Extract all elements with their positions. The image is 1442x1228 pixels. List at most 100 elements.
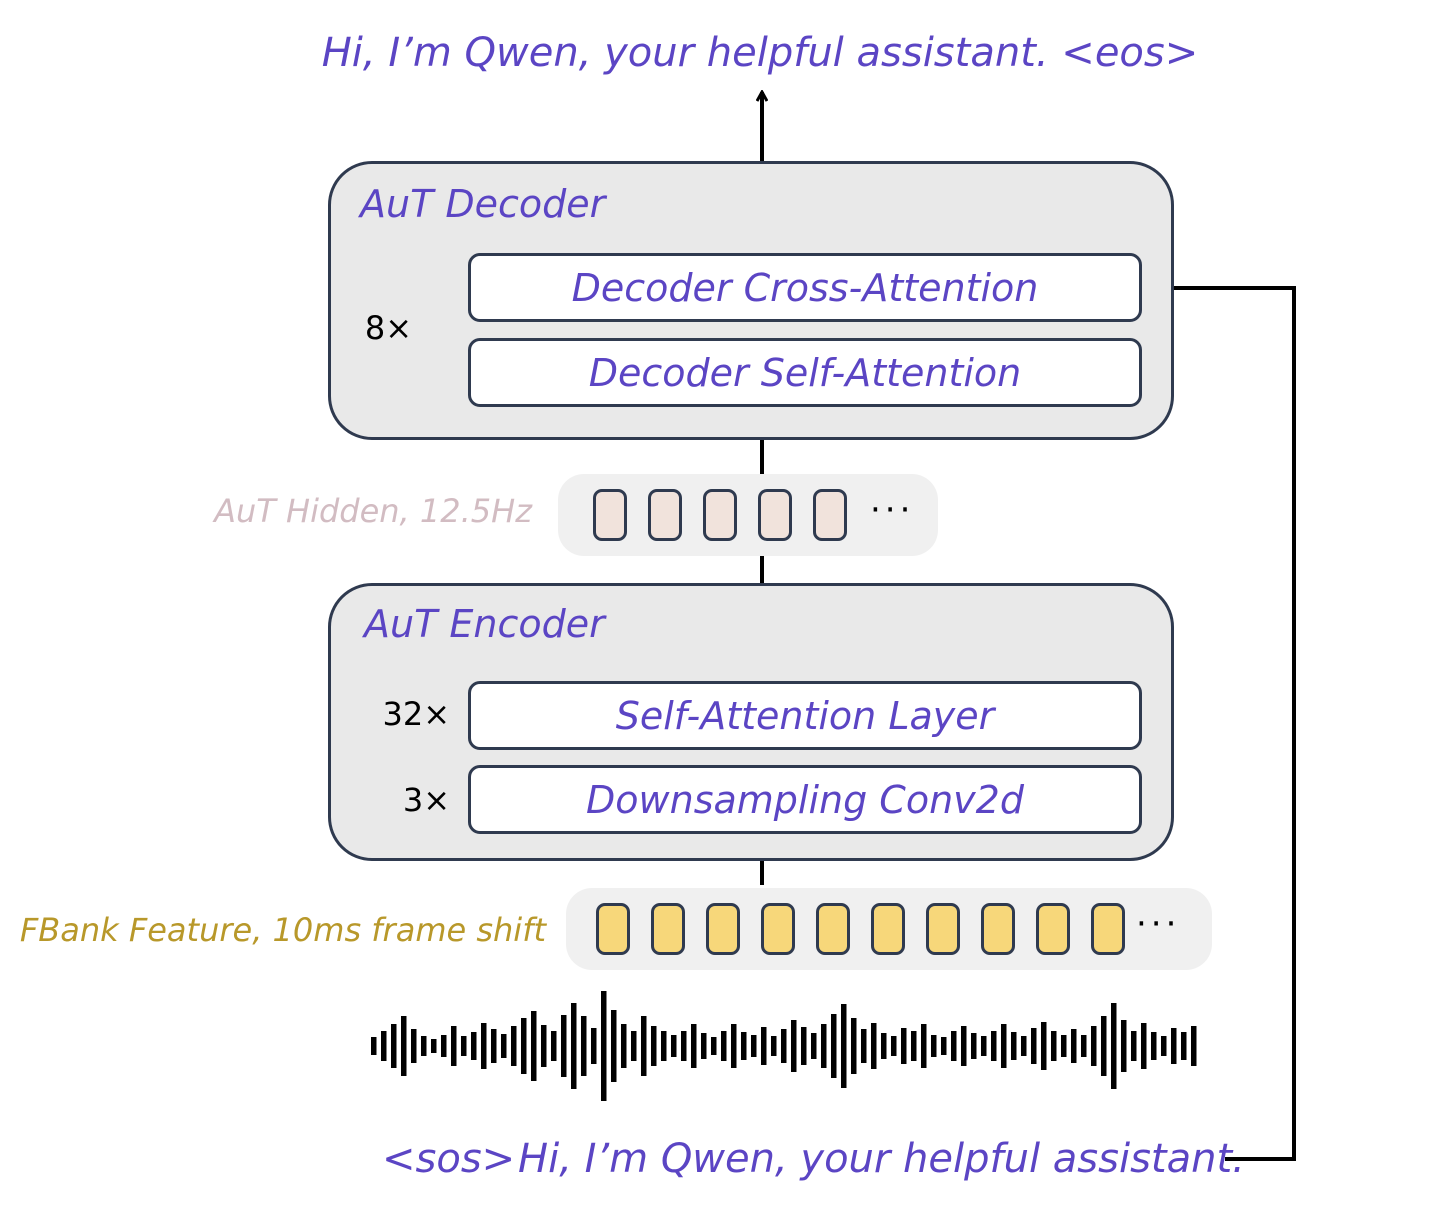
waveform-bar (1191, 1026, 1197, 1066)
waveform-bar (1061, 1035, 1067, 1057)
waveform-bar (1011, 1032, 1017, 1060)
waveform-bar (821, 1024, 827, 1068)
waveform-bar (971, 1033, 977, 1059)
waveform-bar (1101, 1016, 1107, 1076)
waveform-bar (501, 1034, 507, 1058)
fbank-token-strip: ··· (566, 888, 1212, 970)
self-attention-repeat-count: 32× (382, 695, 450, 733)
hidden-label: AuT Hidden, 12.5Hz (214, 492, 532, 530)
waveform-bar (601, 991, 607, 1101)
text-feedback-arrow (1146, 288, 1296, 1161)
waveform-bar (541, 1025, 547, 1067)
waveform-bar (1121, 1020, 1127, 1072)
waveform-bar (951, 1031, 957, 1061)
waveform-bar (941, 1037, 947, 1055)
waveform-bar (691, 1024, 697, 1068)
waveform-bar (511, 1026, 517, 1066)
decoder-self-attention-layer: Decoder Self-Attention (468, 338, 1142, 407)
waveform-bar (1151, 1032, 1157, 1060)
waveform-bar (381, 1031, 387, 1061)
waveform-bar (681, 1031, 687, 1061)
hidden-token (703, 489, 737, 541)
waveform-bar (591, 1028, 597, 1064)
waveform-bar (561, 1015, 567, 1077)
waveform-bar (901, 1028, 907, 1064)
hidden-ellipsis: ··· (870, 490, 915, 530)
waveform-bar (931, 1035, 937, 1057)
waveform-bar (621, 1024, 627, 1068)
waveform-bar (1041, 1022, 1047, 1070)
conv-repeat-count: 3× (402, 781, 450, 819)
downsampling-conv2d-layer: Downsampling Conv2d (468, 765, 1142, 834)
waveform-bar (1141, 1023, 1147, 1069)
waveform-bar (391, 1024, 397, 1068)
waveform-bar (911, 1031, 917, 1061)
waveform-bar (891, 1036, 897, 1056)
hidden-token (593, 489, 627, 541)
waveform-bar (471, 1032, 477, 1060)
waveform-bar (791, 1020, 797, 1072)
waveform-bar (831, 1014, 837, 1078)
fbank-token (981, 903, 1015, 955)
waveform-bar (871, 1023, 877, 1069)
waveform-bar (431, 1039, 437, 1053)
fbank-token (816, 903, 850, 955)
waveform-bar (811, 1033, 817, 1059)
hidden-token-strip: ··· (558, 474, 938, 556)
waveform-bar (371, 1037, 377, 1055)
fbank-token (761, 903, 795, 955)
waveform-bar (491, 1029, 497, 1063)
waveform-bar (451, 1026, 457, 1066)
waveform-bar (781, 1029, 787, 1063)
audio-waveform-icon (371, 991, 1197, 1101)
waveform-bar (801, 1027, 807, 1065)
waveform-bar (981, 1036, 987, 1056)
waveform-bar (961, 1026, 967, 1066)
fbank-ellipsis: ··· (1136, 904, 1181, 944)
waveform-bar (991, 1031, 997, 1061)
encoder-title: AuT Encoder (364, 602, 605, 646)
waveform-bar (651, 1026, 657, 1066)
waveform-bar (861, 1029, 867, 1063)
waveform-bar (531, 1011, 537, 1081)
waveform-bar (751, 1035, 757, 1057)
waveform-bar (1021, 1036, 1027, 1056)
fbank-token (706, 903, 740, 955)
input-text: Hi, I’m Qwen, your helpful assistant. (518, 1136, 1245, 1182)
waveform-bar (1131, 1031, 1137, 1061)
fbank-label: FBank Feature, 10ms frame shift (19, 911, 546, 949)
waveform-bar (771, 1036, 777, 1056)
waveform-bar (1181, 1032, 1187, 1060)
waveform-bar (411, 1029, 417, 1063)
waveform-bar (581, 1016, 587, 1076)
waveform-bar (1091, 1026, 1097, 1066)
fbank-token (1091, 903, 1125, 955)
waveform-bar (461, 1036, 467, 1056)
waveform-bar (551, 1031, 557, 1061)
waveform-bar (881, 1033, 887, 1059)
waveform-bar (671, 1035, 677, 1057)
decoder-repeat-count: 8× (364, 309, 412, 347)
waveform-bar (1161, 1036, 1167, 1056)
hidden-token (758, 489, 792, 541)
waveform-bar (1001, 1024, 1007, 1068)
fbank-token (926, 903, 960, 955)
waveform-bar (1081, 1035, 1087, 1057)
waveform-bar (441, 1035, 447, 1057)
hidden-token (648, 489, 682, 541)
output-text: Hi, I’m Qwen, your helpful assistant. <e… (321, 30, 1199, 76)
waveform-bar (1071, 1029, 1077, 1063)
fbank-token (596, 903, 630, 955)
waveform-bar (611, 1010, 617, 1082)
waveform-bar (641, 1016, 647, 1076)
waveform-bar (1111, 1003, 1117, 1089)
input-sos-token: <sos> (382, 1136, 516, 1182)
decoder-title: AuT Decoder (360, 182, 606, 226)
waveform-bar (421, 1036, 427, 1056)
waveform-bar (521, 1018, 527, 1074)
waveform-bar (1031, 1028, 1037, 1064)
waveform-bar (851, 1018, 857, 1074)
waveform-bar (631, 1031, 637, 1061)
waveform-bar (571, 1003, 577, 1089)
waveform-bar (661, 1031, 667, 1061)
